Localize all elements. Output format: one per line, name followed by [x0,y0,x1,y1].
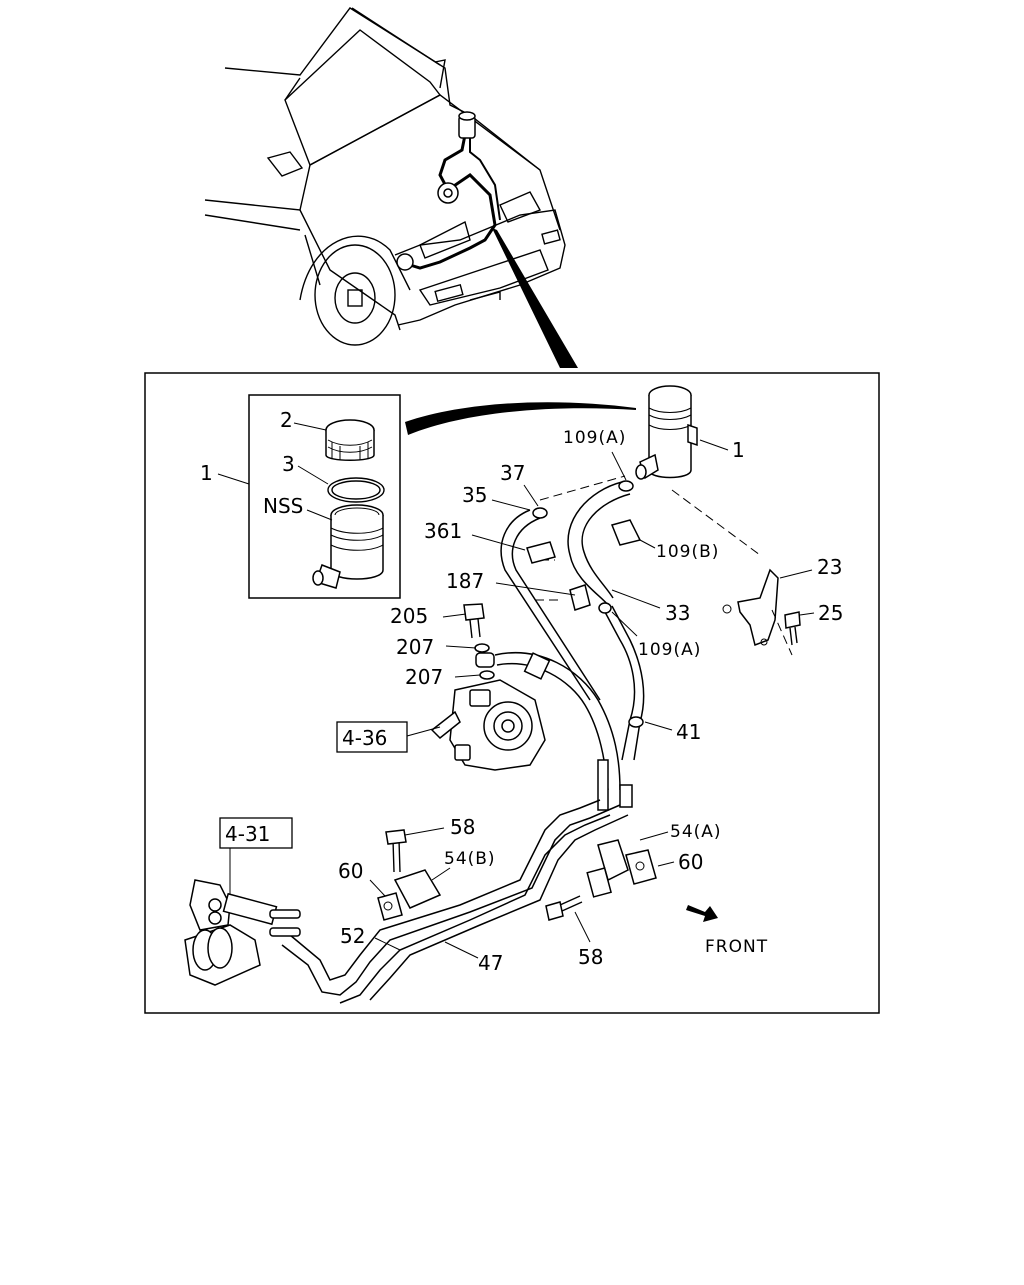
label-109b: 109(B) [656,542,719,562]
label-23: 23 [817,555,842,579]
reservoir-body-part [312,504,384,589]
detail-frame [144,372,880,1014]
label-109a-top: 109(A) [563,428,626,448]
vehicle-illustration [204,7,578,368]
label-109a-mid: 109(A) [638,640,701,660]
hose-clamps [523,480,644,728]
label-187: 187 [446,569,484,593]
label-58-top: 58 [450,815,475,839]
clamp-54b-part [385,829,442,909]
leader-lines [217,422,815,959]
label-25: 25 [818,601,843,625]
label-207-b: 207 [405,665,443,689]
label-3: 3 [282,452,295,476]
label-4-31: 4-31 [225,822,270,846]
label-1-right: 1 [732,438,745,462]
label-54a: 54(A) [670,822,722,842]
power-steering-pump [430,679,546,771]
union-bolt-part [463,603,495,680]
label-47: 47 [478,951,503,975]
label-nss: NSS [263,494,303,518]
reservoir-inset-box [248,394,401,599]
label-1-left: 1 [200,461,213,485]
inset-pointer-wedge [405,402,636,435]
reservoir-assembly [635,385,698,480]
bolt-58-bottom [545,895,583,921]
label-207-a: 207 [396,635,434,659]
ref-box-4-31 [219,817,293,849]
label-60-right: 60 [678,850,703,874]
front-arrow-icon [686,905,718,922]
label-58-bottom: 58 [578,945,603,969]
label-60-left: 60 [338,859,363,883]
o-ring-part [327,477,385,503]
label-35: 35 [462,483,487,507]
label-54b: 54(B) [444,849,496,869]
part-labels: 1 2 3 NSS 1 109(A) 37 35 361 109(B) 23 1… [200,408,843,975]
label-361: 361 [424,519,462,543]
cushion-60-right [625,849,657,885]
label-205: 205 [390,604,428,628]
reservoir-cap-part [325,419,375,461]
ref-box-4-36 [336,721,408,753]
label-41: 41 [676,720,701,744]
bolt-part [784,611,801,646]
label-4-36: 4-36 [342,726,387,750]
label-front: FRONT [705,937,768,957]
label-52: 52 [340,924,365,948]
label-37: 37 [500,461,525,485]
label-2: 2 [280,408,293,432]
label-33: 33 [665,601,690,625]
cushion-60-left [377,892,403,921]
bracket-part [722,568,779,647]
clamp-54a-part [586,839,629,898]
steering-gear-assembly [184,879,301,986]
